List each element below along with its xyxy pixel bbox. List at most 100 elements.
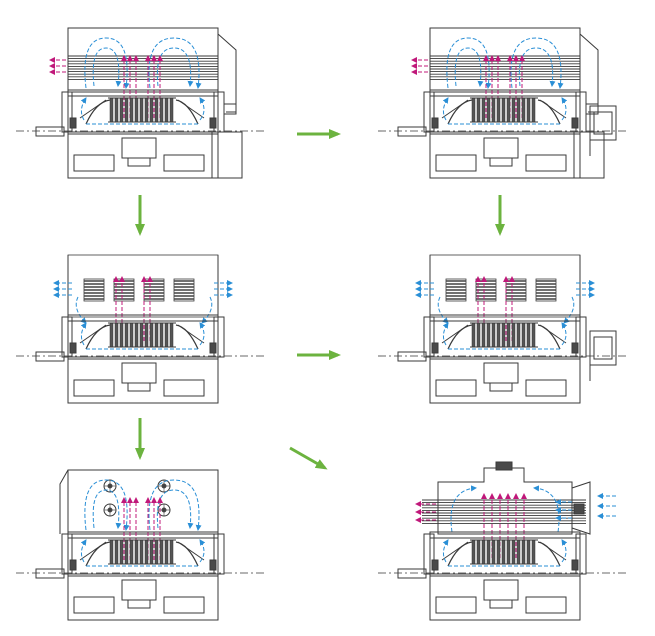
end-shield-left [61,316,73,358]
external-box-window [593,336,613,360]
stator-core-bar [481,539,486,565]
winding-brace-left [79,99,107,119]
air-loop-inner [518,47,556,87]
motor-base-frame [67,356,219,404]
stator-core-bar [109,322,114,348]
terminal-box-foot [127,599,151,609]
bearing-right [571,342,579,354]
cooler-hood-raised [437,467,573,535]
stator-core-bar [501,97,506,123]
inner-air-left [442,539,449,563]
aux-housing [573,131,605,179]
stator-core-bar [486,539,491,565]
cooler-bank [143,278,165,302]
winding-brace-right [177,324,205,344]
cooler-bank [505,278,527,302]
terminal-box [483,579,519,601]
stator-core-bar [521,322,526,348]
inner-air-right [199,322,206,346]
winding-brace-right [539,99,567,119]
inner-air-right [561,322,568,346]
stator-core-bar [149,97,154,123]
stator-core-bar [471,322,476,348]
open-frame [67,254,219,318]
inner-air-right [561,539,568,563]
base-window-left [435,596,477,614]
base-window-left [435,379,477,397]
air-loop-left [450,485,477,533]
fan-unit [157,479,171,493]
transition-arrow-p5-p6 [289,446,328,470]
base-window-left [435,154,477,172]
base-window-right [525,379,567,397]
stator-core-bar [481,97,486,123]
motor-base-frame [67,573,219,621]
inner-air-right [561,97,568,121]
stator-core-bar [149,539,154,565]
end-shield-right [575,91,587,133]
bearing-left [69,117,77,129]
hood-fan [573,503,585,515]
end-winding-left [447,541,473,567]
end-shield-right [575,316,587,358]
stator-core-bar [159,97,164,123]
terminal-box-foot [127,382,151,392]
stator-core-bar [511,539,516,565]
stator-core-bar [476,322,481,348]
shaft-end [35,126,65,137]
shaft-end [35,351,65,362]
open-frame [429,254,581,318]
stator-core-bar [149,322,154,348]
stator-core-bar [164,97,169,123]
air-loop-outer [148,479,202,531]
stator-core-bar [154,97,159,123]
fan-unit [103,503,117,517]
cooler-bank [535,278,557,302]
stator-housing [67,531,219,577]
base-window-right [163,379,205,397]
terminal-box-foot [489,157,513,167]
stator-core-bar [169,539,174,565]
stator-core-bar [486,322,491,348]
cooler-bank [445,278,467,302]
air-loop-outer [510,37,564,89]
winding-brace-left [441,541,469,561]
stator-core-bar [134,539,139,565]
end-shield-right [213,533,225,575]
inner-air-left [442,97,449,121]
base-window-right [525,154,567,172]
stator-core-bar [526,322,531,348]
end-winding-left [447,324,473,350]
motor-base-frame [429,573,581,621]
stator-core-bar [511,97,516,123]
stator-core-bar [129,322,134,348]
stator-core-bar [481,322,486,348]
stator-core-bar [114,97,119,123]
air-loop-inner [92,489,122,529]
stator-core-bar [109,97,114,123]
motor-base-frame [429,356,581,404]
stator-housing [67,314,219,360]
inner-air-left [442,322,449,346]
end-shield-right [213,91,225,133]
stator-core-bar [164,539,169,565]
end-shield-right [213,316,225,358]
motor-base-frame [67,131,219,179]
stator-core-bar [124,322,129,348]
fan-hood [571,481,591,535]
stator-core-bar [471,539,476,565]
stator-core-bar [119,539,124,565]
base-window-right [163,154,205,172]
cooler-bank [113,278,135,302]
fan-unit [157,503,171,517]
stator-core-bar [134,97,139,123]
stator-core-bar [496,539,501,565]
bearing-right [571,559,579,571]
terminal-box [121,137,157,159]
terminal-box [121,579,157,601]
stator-housing [429,314,581,360]
cooler-hood [67,469,219,535]
stator-core-bar [154,539,159,565]
cooler-bank [475,278,497,302]
